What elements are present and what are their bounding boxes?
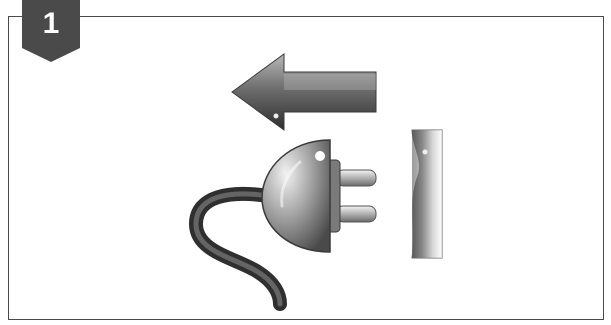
wall-outlet-icon bbox=[412, 130, 442, 258]
power-plug-icon bbox=[262, 140, 376, 252]
left-arrow-icon bbox=[232, 54, 376, 130]
